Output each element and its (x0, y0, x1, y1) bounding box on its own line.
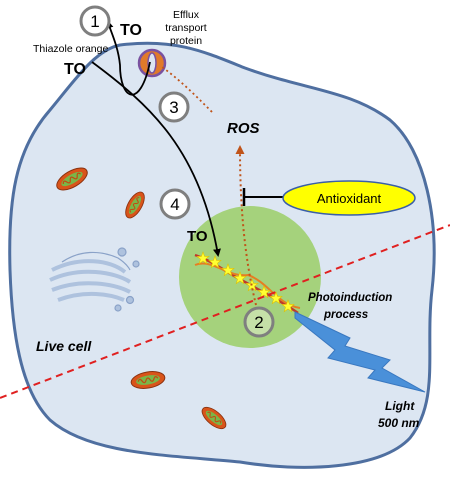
to-nucleus-label: TO (187, 228, 208, 245)
dashed-divider-line (0, 224, 450, 399)
step-1-label: 1 (90, 12, 99, 31)
light-label-1: Light (385, 399, 415, 413)
light-bolt (294, 311, 426, 393)
light-label-2: 500 nm (378, 416, 420, 430)
dna-strand (194, 251, 301, 315)
ros-to-efflux-arrow (161, 66, 213, 113)
to-top-label: TO (120, 22, 142, 39)
efflux-label-2: transport (165, 22, 207, 34)
photoinduction-label-2: process (323, 309, 368, 321)
step-4-marker: 4 (159, 188, 191, 220)
to-efflux-arrow (105, 20, 151, 96)
thiazole-orange-label: Thiazole orange (33, 43, 108, 55)
efflux-label-3: protein (170, 35, 202, 47)
to-uptake-arrow (91, 61, 221, 257)
efflux-protein (137, 48, 167, 78)
live-cell-label: Live cell (36, 338, 92, 354)
efflux-label-1: Efflux (173, 9, 200, 21)
step-3-label: 3 (169, 98, 178, 117)
nucleus (179, 206, 321, 348)
step-1-marker: 1 (79, 5, 111, 37)
ros-label: ROS (227, 120, 260, 137)
golgi-apparatus (49, 247, 140, 312)
step-2-marker: 2 (243, 306, 275, 338)
step-2-label: 2 (254, 313, 263, 332)
ros-arrow (235, 145, 257, 306)
antioxidant-label: Antioxidant (317, 191, 382, 206)
photoinduction-label-1: Photoinduction (308, 292, 392, 304)
antioxidant-ellipse (282, 180, 416, 216)
step-4-label: 4 (170, 195, 179, 214)
to-left-label: TO (64, 61, 86, 78)
step-3-marker: 3 (158, 91, 190, 123)
